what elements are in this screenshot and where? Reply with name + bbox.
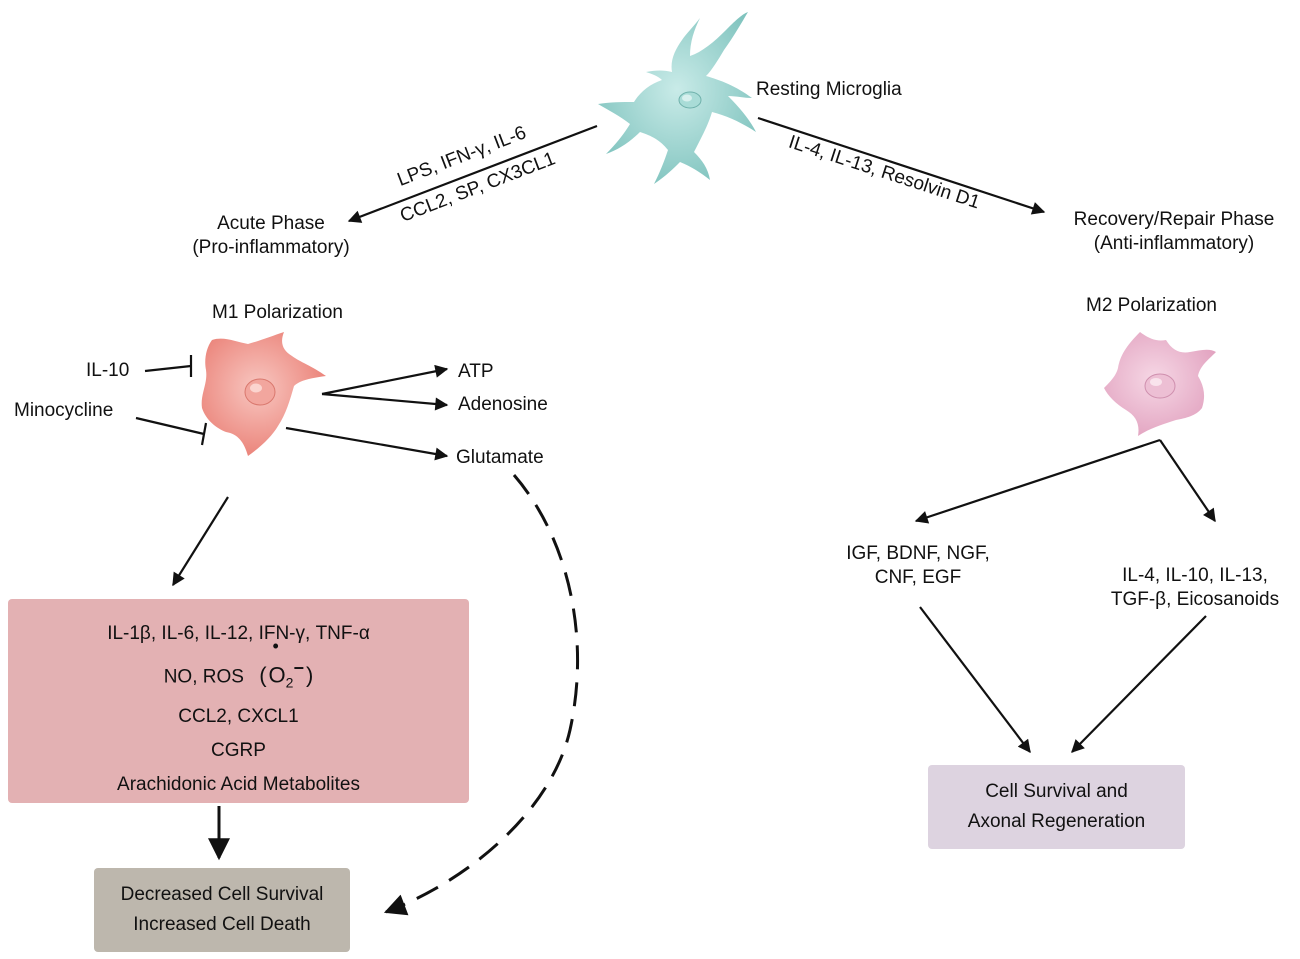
m2-cytokines-line2: TGF-β, Eicosanoids: [1110, 589, 1280, 610]
m1-output-glutamate: Glutamate: [456, 447, 544, 468]
arrow-m2-to-growth-factors: [914, 438, 1161, 524]
cell-death-line2: Increased Cell Death: [133, 914, 311, 935]
arrow-cytokines-to-survival: [1071, 615, 1207, 753]
pro-inflammatory-mediators-box: IL-1β, IL-6, IL-12, IFN-γ, TNF-α NO, ROS…: [8, 599, 469, 803]
m2-cytokines-line1: IL-4, IL-10, IL-13,: [1122, 565, 1268, 586]
recovery-phase-subtitle: (Anti-inflammatory): [1093, 233, 1255, 254]
m1-microglia-cell: [201, 332, 326, 456]
inhibit-minocycline: [135, 416, 205, 436]
cell-survival-line1: Cell Survival and: [985, 781, 1128, 802]
m2-cytokines: IL-4, IL-10, IL-13, TGF-β, Eicosanoids: [1086, 564, 1300, 612]
recovery-phase-title: Recovery/Repair Phase: [1073, 209, 1275, 230]
recovery-phase-label: Recovery/Repair Phase (Anti-inflammatory…: [1048, 208, 1300, 256]
cell-death-line1: Decreased Cell Survival: [120, 884, 324, 905]
acute-phase-label: Acute Phase (Pro-inflammatory): [166, 212, 376, 260]
arrow-m1-to-glutamate: [285, 426, 449, 461]
superoxide-symbol: (•O2−): [259, 636, 314, 691]
inhibitor-il10: IL-10: [86, 360, 130, 381]
arrow-glutamate-to-death-dashed: [383, 474, 580, 916]
cell-survival-box: Cell Survival and Axonal Regeneration: [928, 765, 1185, 849]
superoxide-charge: −: [293, 658, 304, 678]
mediators-arachidonic: Arachidonic Acid Metabolites: [117, 773, 360, 795]
inhibit-minocycline-bar: [200, 422, 208, 446]
arrow-resting-to-acute: [347, 124, 598, 223]
inhibitor-minocycline: Minocycline: [14, 400, 114, 421]
inhibit-il10: [144, 364, 192, 373]
superoxide-sub: 2: [285, 674, 294, 691]
m2-polarization-title: M2 Polarization: [1086, 295, 1217, 316]
cell-survival-line2: Axonal Regeneration: [967, 811, 1146, 832]
acute-phase-subtitle: (Pro-inflammatory): [192, 237, 350, 258]
arrow-resting-to-recovery: [757, 116, 1046, 215]
arrow-m1-to-cytokines: [172, 496, 229, 587]
superoxide-base: O: [268, 662, 286, 688]
resting-microglia-label: Resting Microglia: [756, 79, 902, 100]
m1-output-atp: ATP: [458, 361, 494, 382]
acute-phase-title: Acute Phase: [217, 213, 325, 234]
mediators-no-ros: NO, ROS (•O2−): [8, 636, 469, 700]
mediators-cgrp: CGRP: [211, 739, 266, 761]
m2-microglia-cell: [1104, 332, 1216, 436]
growth-factors-line2: CNF, EGF: [874, 567, 962, 588]
mediators-chemokines: CCL2, CXCL1: [178, 705, 299, 727]
mediators-no-ros-text: NO, ROS: [163, 666, 244, 688]
resting-microglia-cell: [598, 12, 756, 184]
m1-output-adenosine: Adenosine: [458, 394, 548, 415]
arrow-m1-to-atp: [321, 364, 449, 396]
mediators-cytokines: IL-1β, IL-6, IL-12, IFN-γ, TNF-α: [107, 623, 370, 644]
m1-polarization-title: M1 Polarization: [212, 302, 343, 323]
cell-death-box: Decreased Cell Survival Increased Cell D…: [94, 868, 350, 952]
arrow-m1-to-adenosine: [321, 392, 449, 411]
arrow-growth-factors-to-survival: [919, 606, 1031, 754]
growth-factors-line1: IGF, BDNF, NGF,: [846, 543, 990, 564]
m2-growth-factors: IGF, BDNF, NGF, CNF, EGF: [828, 542, 1008, 590]
arrow-m2-to-cytokines: [1159, 439, 1216, 523]
